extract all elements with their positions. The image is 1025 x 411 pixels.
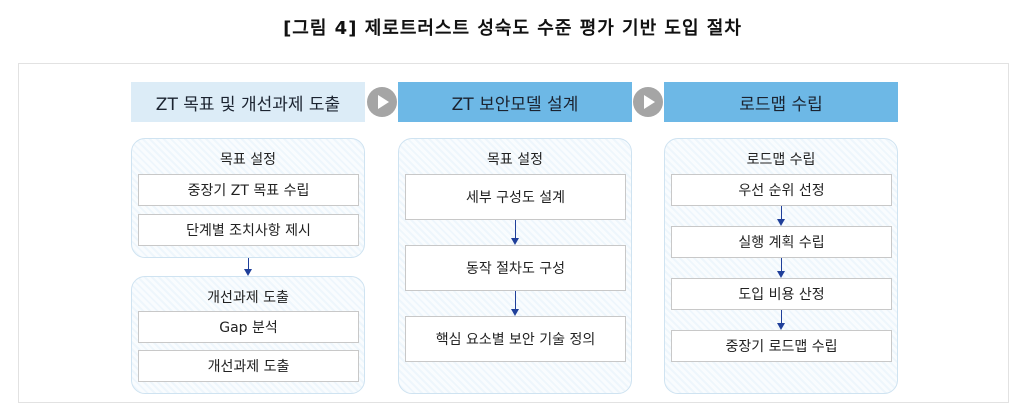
- panel-title: 로드맵 수립: [746, 152, 816, 168]
- step-box: 도입 비용 산정: [671, 278, 892, 310]
- step-box: 중장기 로드맵 수립: [671, 330, 892, 362]
- step-box: 핵심 요소별 보안 기술 정의: [405, 316, 626, 362]
- panel-title: 목표 설정: [487, 152, 543, 168]
- down-arrow-icon: [244, 258, 252, 276]
- column-header-zt-model: ZT 보안모델 설계: [398, 82, 632, 122]
- column-header-zt-goals: ZT 목표 및 개선과제 도출: [131, 82, 365, 122]
- column-header-roadmap: 로드맵 수립: [664, 82, 898, 122]
- step-box: 동작 절차도 구성: [405, 245, 626, 291]
- panel-title: 개선과제 도출: [207, 290, 289, 306]
- panel-title: 목표 설정: [220, 152, 276, 168]
- step-box: 실행 계획 수립: [671, 226, 892, 258]
- down-arrow-icon: [777, 310, 785, 330]
- step-box: Gap 분석: [138, 311, 359, 343]
- step-box: 개선과제 도출: [138, 350, 359, 382]
- play-arrow-icon: [633, 87, 663, 117]
- down-arrow-icon: [777, 258, 785, 278]
- down-arrow-icon: [511, 291, 519, 316]
- step-box: 세부 구성도 설계: [405, 174, 626, 220]
- step-box: 중장기 ZT 목표 수립: [138, 174, 359, 206]
- down-arrow-icon: [511, 220, 519, 245]
- play-arrow-icon: [367, 87, 397, 117]
- step-box: 단계별 조치사항 제시: [138, 214, 359, 246]
- figure-title: [그림 4] 제로트러스트 성숙도 수준 평가 기반 도입 절차: [283, 18, 742, 39]
- step-box: 우선 순위 선정: [671, 174, 892, 206]
- down-arrow-icon: [777, 206, 785, 226]
